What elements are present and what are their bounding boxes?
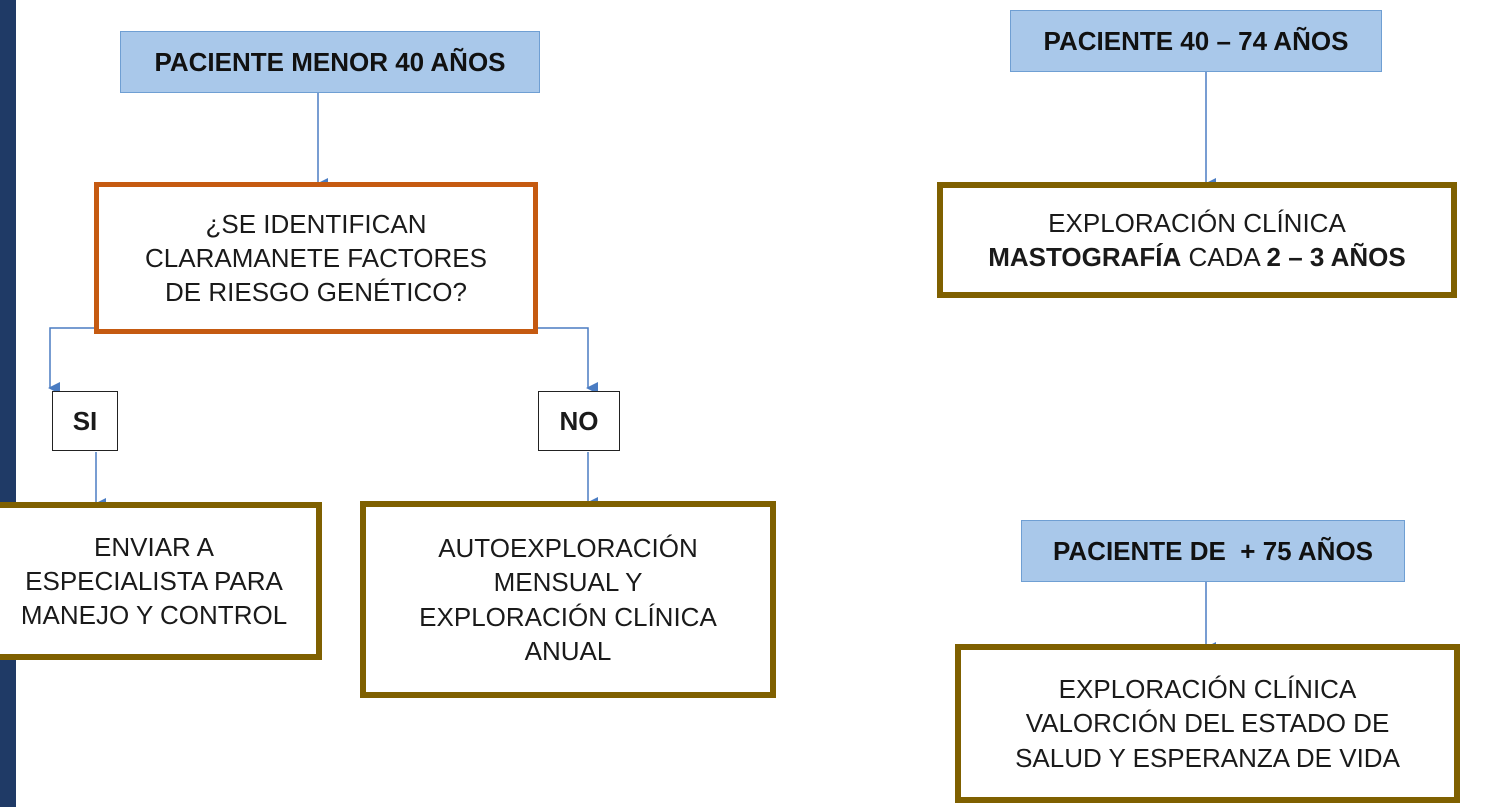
- autoexploracion-line-3: EXPLORACIÓN CLÍNICA: [419, 601, 717, 632]
- mastografia-bold-term: MASTOGRAFÍA: [988, 242, 1182, 272]
- mastografia-line-2: MASTOGRAFÍA CADA 2 – 3 AÑOS: [988, 240, 1406, 274]
- node-no: NO: [538, 391, 620, 451]
- pregunta-line-3: DE RIESGO GENÉTICO?: [165, 277, 467, 308]
- mastografia-bold-interval: 2 – 3 AÑOS: [1266, 242, 1406, 272]
- enviar-line-2: ESPECIALISTA PARA: [25, 565, 283, 596]
- node-si: SI: [52, 391, 118, 451]
- node-enviar-especialista: ENVIAR A ESPECIALISTA PARA MANEJO Y CONT…: [0, 502, 322, 660]
- valoracion-line-3: SALUD Y ESPERANZA DE VIDA: [1015, 742, 1400, 773]
- pregunta-line-1: ¿SE IDENTIFICAN: [205, 208, 427, 239]
- node-paciente-menor-40: PACIENTE MENOR 40 AÑOS: [120, 31, 540, 93]
- mastografia-line-1: EXPLORACIÓN CLÍNICA: [1048, 207, 1346, 238]
- node-paciente-menor-40-label: PACIENTE MENOR 40 AÑOS: [154, 46, 506, 77]
- pregunta-line-2: CLARAMANETE FACTORES: [145, 242, 487, 273]
- node-autoexploracion: AUTOEXPLORACIÓN MENSUAL Y EXPLORACIÓN CL…: [360, 501, 776, 698]
- node-paciente-75: PACIENTE DE + 75 AÑOS: [1021, 520, 1405, 582]
- node-pregunta-riesgo-genetico: ¿SE IDENTIFICAN CLARAMANETE FACTORES DE …: [94, 182, 538, 334]
- node-mastografia: EXPLORACIÓN CLÍNICA MASTOGRAFÍA CADA 2 –…: [937, 182, 1457, 298]
- node-paciente-40-74-label: PACIENTE 40 – 74 AÑOS: [1043, 25, 1349, 56]
- node-paciente-75-label: PACIENTE DE + 75 AÑOS: [1052, 535, 1374, 566]
- valoracion-line-1: EXPLORACIÓN CLÍNICA: [1058, 674, 1357, 705]
- node-valoracion-estado-salud: EXPLORACIÓN CLÍNICA VALORCIÓN DEL ESTADO…: [955, 644, 1460, 803]
- node-paciente-40-74: PACIENTE 40 – 74 AÑOS: [1010, 10, 1382, 72]
- node-si-label: SI: [72, 405, 98, 436]
- autoexploracion-line-1: AUTOEXPLORACIÓN: [438, 532, 698, 563]
- enviar-line-1: ENVIAR A: [94, 531, 214, 562]
- autoexploracion-line-2: MENSUAL Y: [493, 567, 643, 598]
- node-no-label: NO: [559, 405, 599, 436]
- enviar-line-3: MANEJO Y CONTROL: [20, 600, 288, 631]
- autoexploracion-line-4: ANUAL: [524, 635, 612, 666]
- mastografia-cada: CADA: [1181, 242, 1267, 272]
- arrow-pregunta-to-si: [48, 327, 118, 394]
- arrow-pregunta-to-no: [490, 327, 598, 394]
- valoracion-line-2: VALORCIÓN DEL ESTADO DE: [1025, 708, 1390, 739]
